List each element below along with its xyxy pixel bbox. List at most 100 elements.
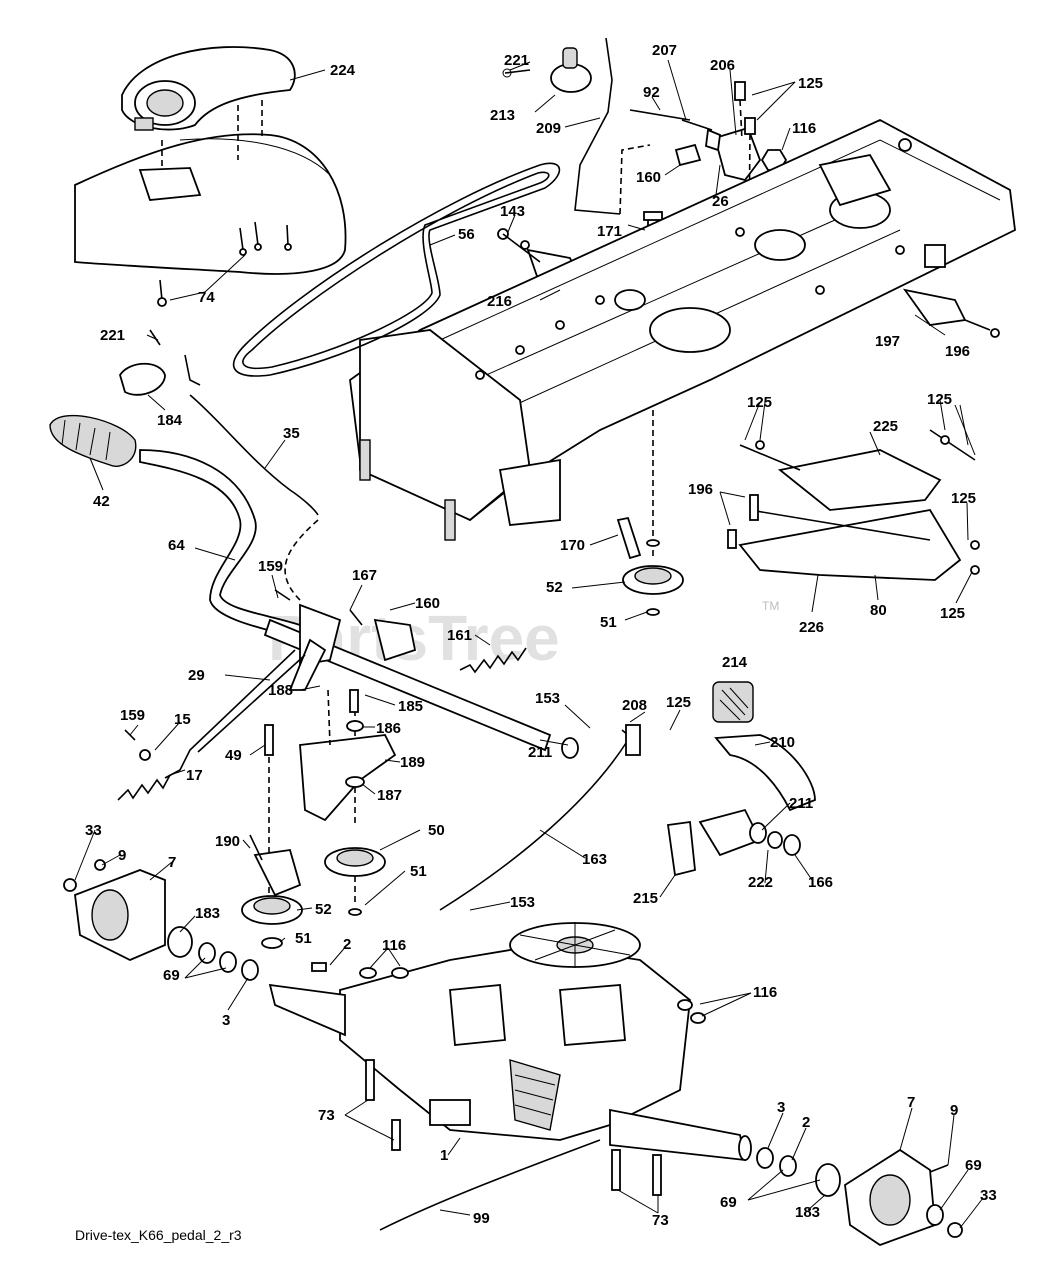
callout-label: 209 bbox=[536, 120, 561, 137]
pulley-52-lower bbox=[241, 834, 303, 949]
grip-42 bbox=[49, 414, 137, 467]
callout-label: 2 bbox=[343, 936, 351, 953]
callout-label: 206 bbox=[710, 57, 735, 74]
callout-label: 125 bbox=[940, 605, 965, 622]
washers-211-222-166 bbox=[749, 822, 801, 856]
callout-label: 226 bbox=[799, 619, 824, 636]
callout-label: 161 bbox=[447, 627, 472, 644]
callout-label: 69 bbox=[720, 1194, 737, 1211]
callout-label: 210 bbox=[770, 734, 795, 751]
idler-bracket-189 bbox=[299, 689, 397, 825]
callout-label: 29 bbox=[188, 667, 205, 684]
callout-label: 222 bbox=[748, 874, 773, 891]
bolts-73-left bbox=[365, 1059, 401, 1151]
fender-screws-74 bbox=[157, 221, 292, 307]
callout-label: 3 bbox=[777, 1099, 785, 1116]
tractor-frame bbox=[349, 118, 1016, 541]
callout-label: 99 bbox=[473, 1210, 490, 1227]
lift-rod-209 bbox=[574, 37, 651, 215]
callout-label: 166 bbox=[808, 874, 833, 891]
transaxle-1 bbox=[268, 922, 752, 1162]
callout-label: 9 bbox=[118, 847, 126, 864]
callout-label: 125 bbox=[951, 490, 976, 507]
hub-7-left bbox=[63, 859, 259, 981]
callout-label: 153 bbox=[535, 690, 560, 707]
callout-label: 188 bbox=[268, 682, 293, 699]
rod-163 bbox=[439, 724, 641, 911]
callout-label: 211 bbox=[789, 795, 813, 812]
callout-label: 7 bbox=[168, 854, 176, 871]
leader-lines bbox=[74, 59, 984, 1229]
callout-label: 15 bbox=[174, 711, 191, 728]
callout-label: 184 bbox=[157, 412, 183, 429]
fender-panel bbox=[74, 133, 347, 275]
callout-label: 116 bbox=[382, 937, 406, 954]
callout-label: 73 bbox=[318, 1107, 335, 1124]
callout-label: 42 bbox=[93, 493, 110, 510]
callout-label: 214 bbox=[722, 654, 748, 671]
callout-label: 9 bbox=[950, 1102, 958, 1119]
callout-label: 159 bbox=[120, 707, 145, 724]
callout-label: 187 bbox=[377, 787, 402, 804]
callout-label: 125 bbox=[666, 694, 691, 711]
brake-pedal-pad-214 bbox=[712, 681, 754, 723]
callout-label: 51 bbox=[600, 614, 617, 631]
callout-label: 80 bbox=[870, 602, 887, 619]
callout-label: 50 bbox=[428, 822, 445, 839]
bracket-197 bbox=[902, 288, 1000, 338]
callout-label: 1 bbox=[440, 1147, 448, 1164]
cable-35 bbox=[189, 394, 319, 601]
callout-label: 170 bbox=[560, 537, 585, 554]
callout-label: 189 bbox=[400, 754, 425, 771]
bolts-73-right bbox=[611, 1149, 662, 1196]
callout-label: 52 bbox=[546, 579, 563, 596]
callout-label: 73 bbox=[652, 1212, 669, 1229]
spring-17 bbox=[117, 729, 171, 801]
callout-label: 17 bbox=[186, 767, 203, 784]
callout-label: 160 bbox=[636, 169, 661, 186]
callout-labels: 224 221 213 209 207 92 206 125 116 160 2… bbox=[85, 42, 997, 1229]
callout-label: 163 bbox=[582, 851, 607, 868]
watermark-trademark: TM bbox=[762, 599, 779, 613]
bracket-206-207 bbox=[629, 81, 788, 331]
callout-label: 51 bbox=[295, 930, 312, 947]
drive-belt-56 bbox=[232, 162, 561, 377]
callout-label: 213 bbox=[490, 107, 515, 124]
pedal-pad-184 bbox=[119, 329, 201, 396]
callout-label: 221 bbox=[100, 327, 125, 344]
callout-label: 211 bbox=[528, 744, 552, 761]
callout-label: 143 bbox=[500, 203, 525, 220]
callout-label: 116 bbox=[753, 984, 777, 1001]
bracket-226-80 bbox=[727, 494, 980, 581]
callout-label: 35 bbox=[283, 425, 300, 442]
callout-label: 185 bbox=[398, 698, 423, 715]
callout-label: 216 bbox=[487, 293, 512, 310]
callout-label: 69 bbox=[163, 967, 180, 984]
callout-label: 196 bbox=[688, 481, 713, 498]
callout-label: 125 bbox=[798, 75, 823, 92]
bolt-49 bbox=[264, 724, 274, 910]
callout-label: 3 bbox=[222, 1012, 230, 1029]
rod-99 bbox=[379, 1139, 601, 1231]
callout-label: 224 bbox=[330, 62, 356, 79]
callout-label: 196 bbox=[945, 343, 970, 360]
bracket-215 bbox=[666, 820, 696, 877]
callout-label: 51 bbox=[410, 863, 427, 880]
callout-label: 7 bbox=[907, 1094, 915, 1111]
callout-label: 225 bbox=[873, 418, 898, 435]
hardware-116 bbox=[311, 962, 706, 1024]
callout-label: 171 bbox=[597, 223, 622, 240]
callout-label: 197 bbox=[875, 333, 900, 350]
callout-label: 74 bbox=[198, 289, 215, 306]
diagram-caption: Drive-tex_K66_pedal_2_r3 bbox=[75, 1227, 242, 1243]
callout-label: 49 bbox=[225, 747, 242, 764]
callout-label: 160 bbox=[415, 595, 440, 612]
pulley-50 bbox=[324, 847, 386, 916]
callout-label: 26 bbox=[712, 193, 729, 210]
pulley-52-upper bbox=[616, 516, 684, 616]
callout-label: 183 bbox=[195, 905, 220, 922]
callout-label: 56 bbox=[458, 226, 475, 243]
callout-label: 125 bbox=[927, 391, 952, 408]
callout-label: 33 bbox=[980, 1187, 997, 1204]
